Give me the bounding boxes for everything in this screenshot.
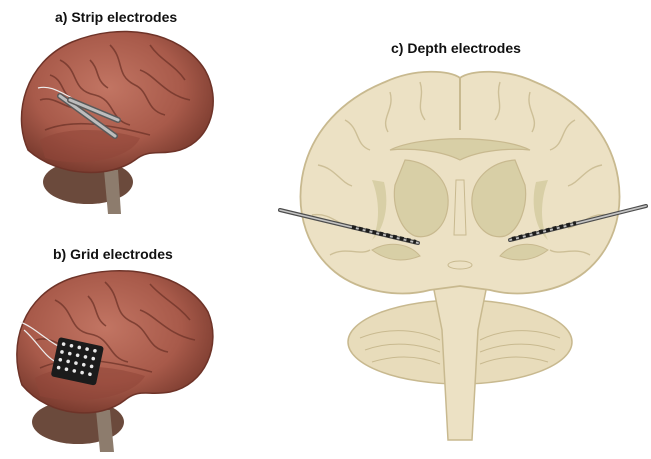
brainstem-a (104, 170, 121, 214)
coronal-slice (300, 72, 619, 440)
third-ventricle (454, 180, 466, 235)
brain-a (21, 31, 213, 214)
brain-b (17, 271, 213, 452)
optic-chiasm (448, 261, 472, 269)
